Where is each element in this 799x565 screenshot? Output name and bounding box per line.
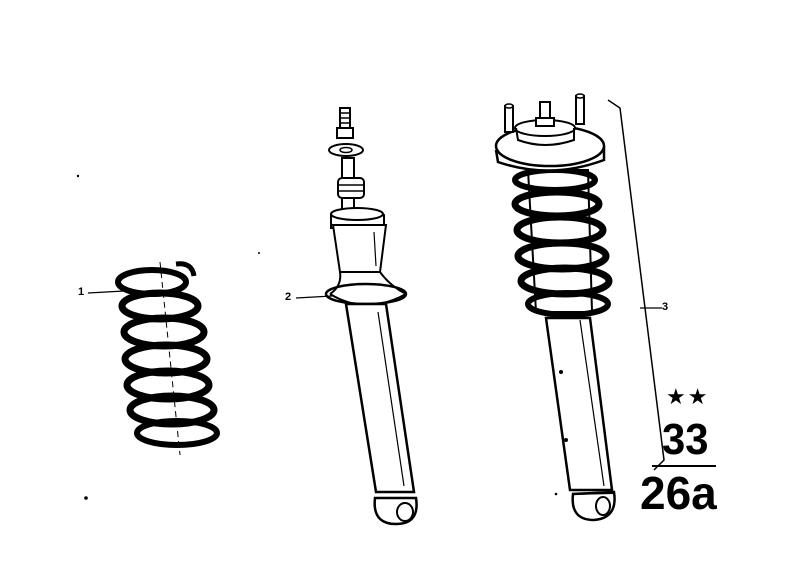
leader-lines — [87, 290, 662, 309]
shock-absorber — [324, 107, 418, 526]
diagram-number: 26a — [640, 467, 717, 519]
assembly-bracket — [607, 99, 665, 471]
coil-spring — [115, 261, 220, 456]
strut-assembly — [494, 93, 616, 522]
catalog-divider — [652, 465, 716, 467]
group-number: 33 — [662, 415, 709, 464]
callout-3: 3 — [662, 301, 669, 313]
star-markers: ★★ — [666, 385, 710, 410]
callout-2: 2 — [285, 291, 292, 303]
callout-1: 1 — [78, 286, 85, 298]
